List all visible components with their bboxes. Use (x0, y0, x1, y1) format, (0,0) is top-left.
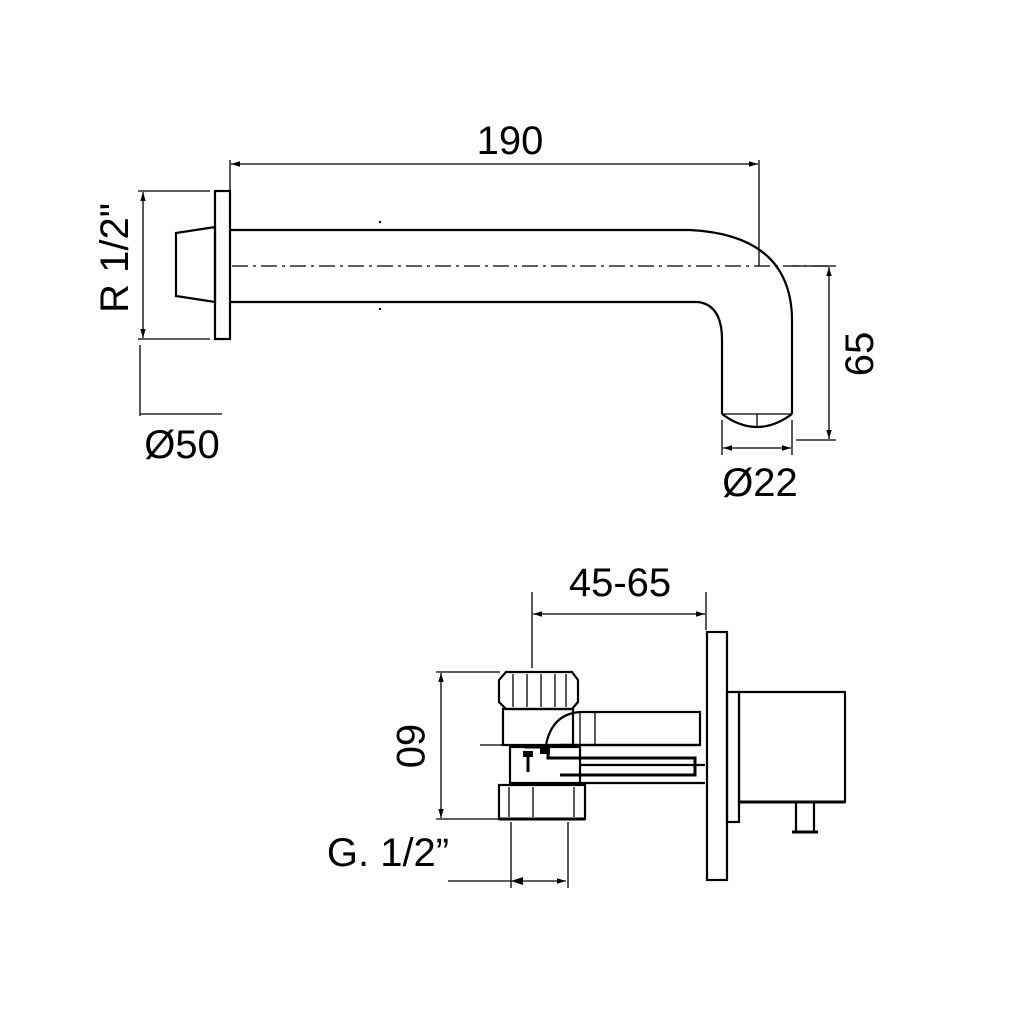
depth-range-label: 45-65 (569, 561, 671, 605)
spout-pipe (230, 228, 794, 429)
valve-side-view: 45-65 60 G. 1/2” (327, 561, 847, 888)
spout-side-view: 190 R 1/2" Ø50 65 Ø22 (93, 119, 882, 505)
height-label: 65 (838, 332, 882, 377)
handle-block (725, 690, 847, 834)
height-dimension: 65 (792, 265, 882, 441)
thread-dimension: R 1/2" (93, 190, 210, 340)
thread-connector (174, 225, 217, 304)
valve-body (480, 707, 705, 785)
valve-height-dimension: 60 (388, 671, 500, 820)
thread-label: R 1/2" (93, 203, 137, 313)
depth-range-dimension: 45-65 (531, 561, 707, 668)
outlet-diameter-label: Ø22 (722, 461, 798, 505)
connection-dimension: G. 1/2” (327, 822, 569, 888)
flange-diameter-label: Ø50 (144, 423, 220, 467)
valve-height-label: 60 (388, 724, 432, 769)
threaded-inlet (497, 783, 587, 821)
outlet-diameter-dimension: Ø22 (721, 420, 798, 505)
length-label: 190 (477, 119, 544, 163)
wall-flange (213, 189, 232, 341)
connection-label: G. 1/2” (327, 831, 449, 875)
length-dimension: 190 (229, 119, 760, 266)
flange-diameter-dimension: Ø50 (139, 345, 222, 467)
knurled-cap (497, 670, 580, 711)
wall-plate (705, 630, 729, 882)
